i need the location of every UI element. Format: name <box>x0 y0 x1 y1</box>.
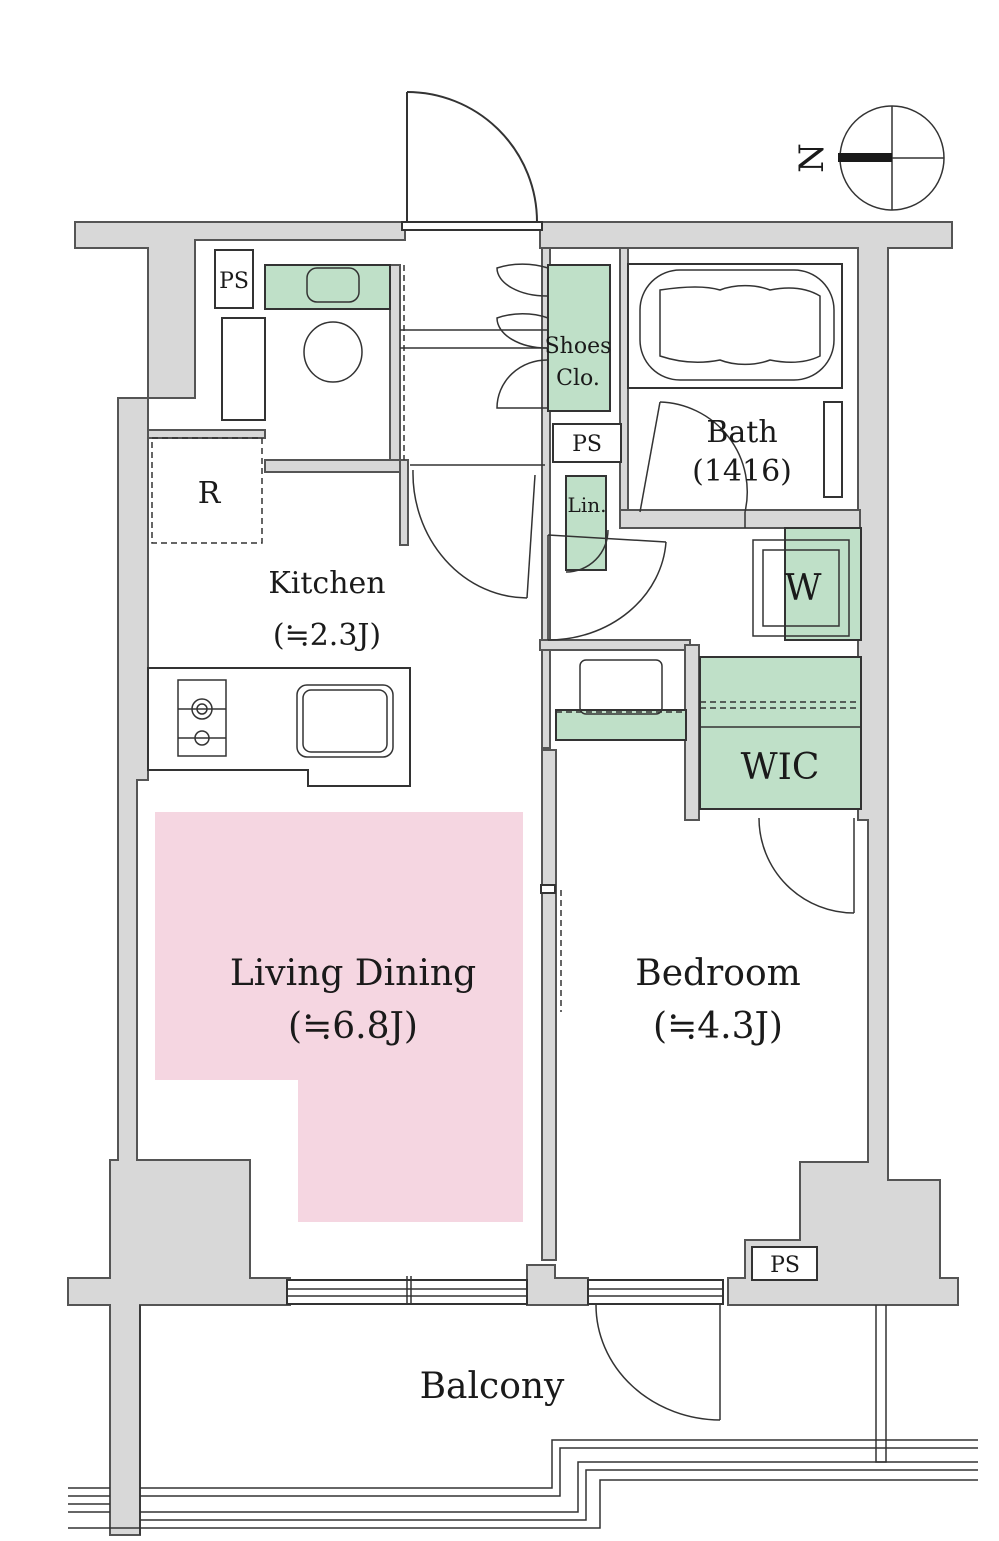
living-dining-floor <box>155 812 523 1222</box>
living-dining-size: (≒6.8J) <box>288 1006 418 1047</box>
shoes-closet <box>547 264 611 412</box>
kitchen-size: (≒2.3J) <box>273 618 381 653</box>
washroom <box>547 529 861 728</box>
wic-label: WIC <box>741 747 820 788</box>
ps-box <box>751 1246 818 1281</box>
windows <box>286 1276 724 1421</box>
shoes-closet-label-2: Clo. <box>556 366 600 391</box>
balcony-railing <box>68 1305 978 1535</box>
linen-closet <box>565 475 607 571</box>
compass-north-label: N <box>792 143 832 173</box>
bath-size: (1416) <box>692 454 792 489</box>
linen-label: Lin. <box>568 493 607 517</box>
ps-label: PS <box>572 432 602 457</box>
pipe-spaces <box>214 249 818 1281</box>
bedroom-label: Bedroom <box>635 953 801 994</box>
balcony-label: Balcony <box>420 1366 565 1407</box>
kitchen-label: Kitchen <box>268 566 385 601</box>
refrigerator-label: R <box>198 476 222 511</box>
living-dining-label: Living Dining <box>230 953 476 994</box>
compass-icon: N <box>792 105 945 211</box>
bath-label: Bath <box>706 415 777 450</box>
ps-label: PS <box>770 1253 800 1278</box>
toilet <box>221 267 390 421</box>
labels: Kitchen (≒2.3J) Living Dining (≒6.8J) Be… <box>198 269 822 1407</box>
ps-box <box>214 249 254 309</box>
walk-in-closet <box>699 656 862 810</box>
partitions <box>540 817 855 1012</box>
shoes-closet-label-1: Shoes <box>545 334 612 359</box>
kitchen-area <box>147 437 536 787</box>
bedroom-size: (≒4.3J) <box>653 1006 783 1047</box>
refrigerator-space <box>151 437 263 544</box>
entry-door <box>401 91 543 231</box>
genkan <box>400 263 549 466</box>
ps-label: PS <box>219 269 249 294</box>
bathroom <box>627 263 843 528</box>
walls <box>67 221 959 1536</box>
vanity-counter <box>555 709 687 741</box>
ps-box <box>552 423 622 463</box>
washer-label: W <box>784 568 821 609</box>
